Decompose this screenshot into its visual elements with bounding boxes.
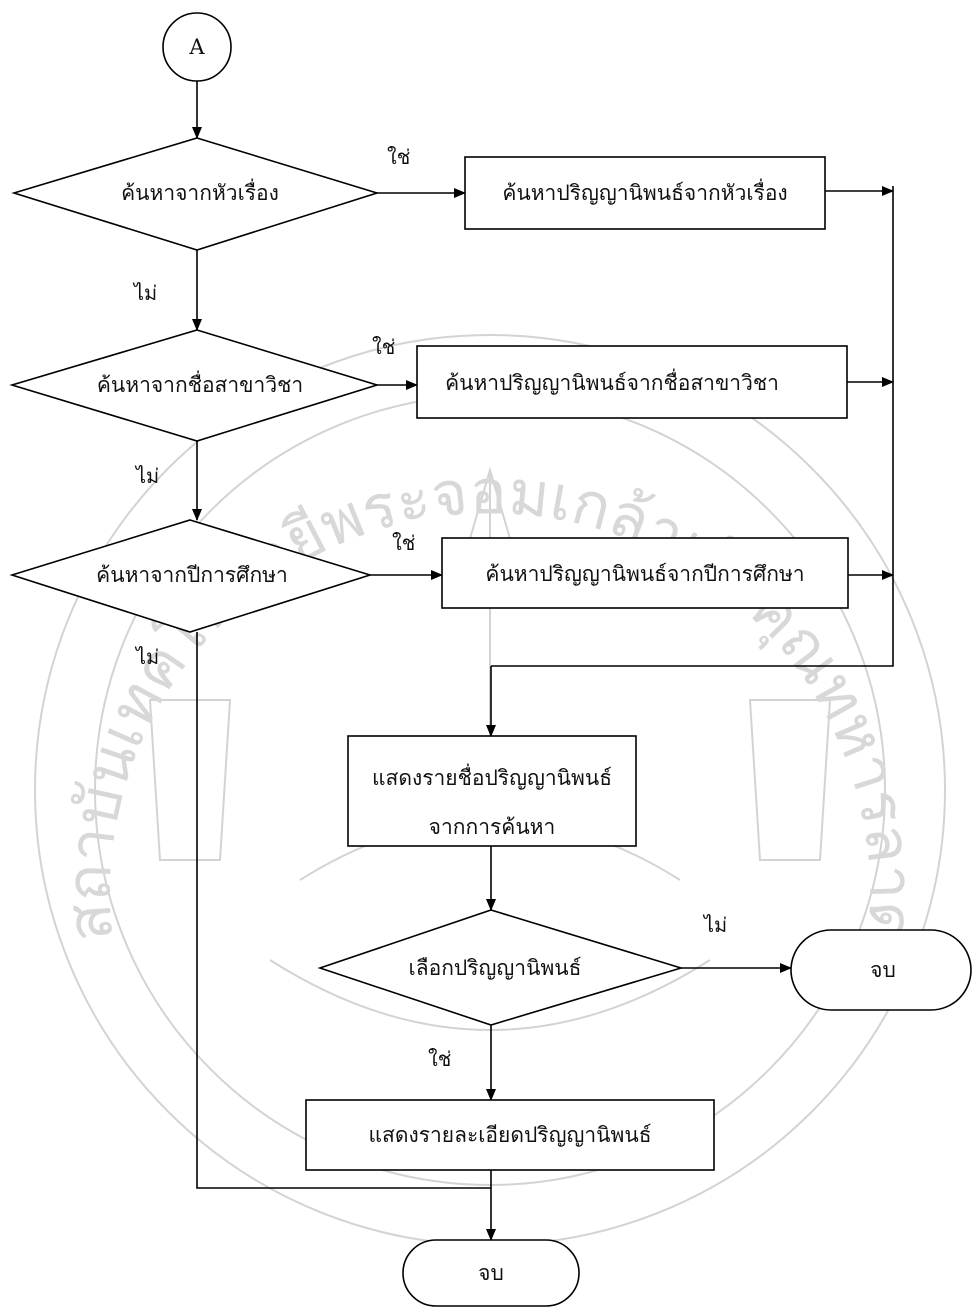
- terminal-end-bottom-label: จบ: [478, 1261, 504, 1285]
- label-yes-select: ใช่: [428, 1047, 451, 1071]
- decision-search-by-major: ค้นหาจากชื่อสาขาวิชา: [9, 329, 380, 442]
- label-yes-year: ใช่: [392, 531, 415, 555]
- terminal-end-bottom: จบ: [402, 1239, 580, 1307]
- terminal-end-right: จบ: [790, 929, 972, 1011]
- process-search-by-title-label: ค้นหาปริญญานิพนธ์จากหัวเรื่อง: [502, 178, 787, 205]
- decision-select-thesis: เลือกปริญญานิพนธ์: [317, 909, 684, 1026]
- decision-select-thesis-label: เลือกปริญญานิพนธ์: [409, 956, 582, 980]
- connector-a-label: A: [188, 35, 205, 59]
- label-no-select: ไม่: [702, 913, 727, 937]
- arrow-year-no-path: [196, 632, 491, 1189]
- label-yes-title: ใช่: [387, 145, 410, 169]
- label-no-title: ไม่: [132, 281, 157, 305]
- label-no-major: ไม่: [134, 464, 159, 488]
- process-search-by-major-label: ค้นหาปริญญานิพนธ์จากชื่อสาขาวิชา: [445, 368, 779, 395]
- decision-search-by-year-label: ค้นหาจากปีการศึกษา: [96, 563, 288, 587]
- decision-search-by-title: ค้นหาจากหัวเรื่อง: [11, 137, 380, 251]
- decision-search-by-title-label: ค้นหาจากหัวเรื่อง: [121, 178, 279, 205]
- label-no-year: ไม่: [134, 645, 159, 669]
- decision-search-by-year: ค้นหาจากปีการศึกษา: [9, 519, 373, 633]
- connector-a: A: [162, 12, 232, 82]
- process-show-thesis-detail: แสดงรายละเอียดปริญญานิพนธ์: [305, 1099, 715, 1171]
- process-search-by-year-label: ค้นหาปริญญานิพนธ์จากปีการศึกษา: [485, 562, 804, 586]
- collector-line-right: [491, 186, 894, 667]
- process-show-thesis-list-line1: แสดงรายชื่อปริญญานิพนธ์: [372, 763, 612, 790]
- process-search-by-title: ค้นหาปริญญานิพนธ์จากหัวเรื่อง: [464, 156, 826, 230]
- decision-search-by-major-label: ค้นหาจากชื่อสาขาวิชา: [97, 370, 303, 397]
- process-search-by-major: ค้นหาปริญญานิพนธ์จากชื่อสาขาวิชา: [416, 345, 848, 419]
- process-show-thesis-list: แสดงรายชื่อปริญญานิพนธ์ จากการค้นหา: [347, 735, 637, 847]
- label-yes-major: ใช่: [372, 335, 395, 359]
- process-show-thesis-detail-label: แสดงรายละเอียดปริญญานิพนธ์: [368, 1123, 651, 1147]
- terminal-end-right-label: จบ: [870, 958, 896, 982]
- process-search-by-year: ค้นหาปริญญานิพนธ์จากปีการศึกษา: [441, 537, 849, 609]
- process-show-thesis-list-line2: จากการค้นหา: [429, 815, 556, 839]
